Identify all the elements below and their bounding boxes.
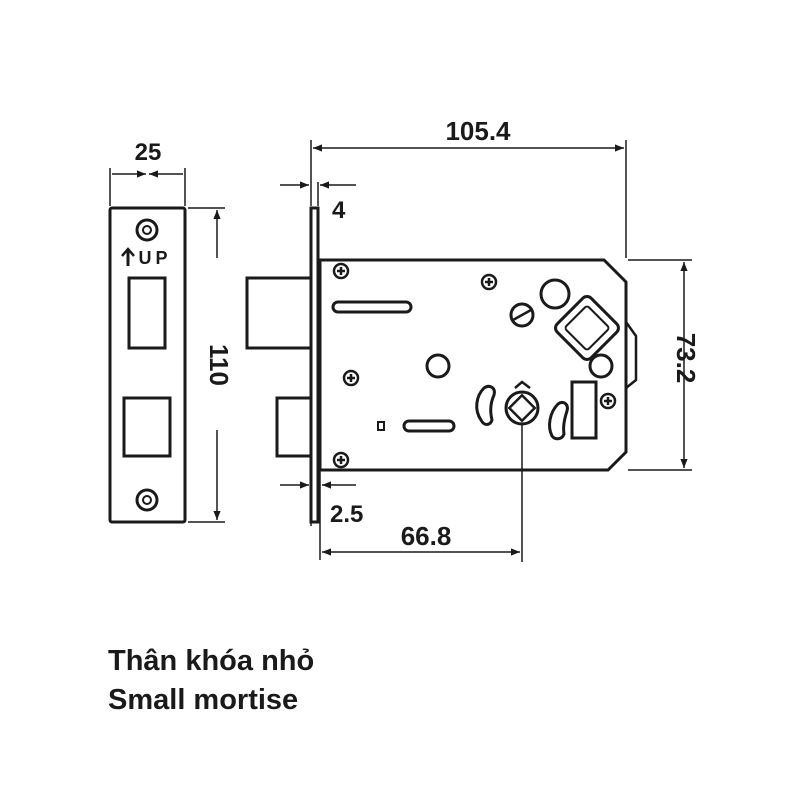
faceplate-bottom-screw-hole	[135, 488, 159, 512]
dim-faceplate-width-label: 25	[135, 139, 162, 166]
dim-faceplate-height	[188, 207, 225, 523]
caption-vietnamese: Thân khóa nhỏ	[108, 645, 315, 677]
large-hole	[539, 278, 571, 310]
faceplate-top-screw-hole	[135, 218, 159, 242]
faceplate-outline	[108, 206, 187, 524]
up-arrow-icon	[121, 247, 135, 266]
dim-faceplate-thickness	[280, 181, 356, 206]
dim-faceplate-height-label: 110	[204, 344, 234, 386]
dim-faceplate-width	[109, 168, 186, 206]
dim-backset	[322, 424, 523, 562]
dim-faceplate-thickness-label: 4	[332, 197, 346, 224]
left-cam	[475, 384, 496, 426]
caption-english: Small mortise	[108, 684, 299, 716]
latch-opening	[127, 276, 167, 350]
latch-slot	[331, 300, 413, 314]
dim-body-height	[628, 259, 692, 471]
mortise-side-view	[245, 206, 638, 524]
slotted-cam	[509, 302, 535, 328]
small-hole	[588, 353, 614, 379]
center-hole	[425, 353, 451, 379]
faceplate-front-view	[108, 206, 187, 524]
dead-bolt	[275, 396, 313, 458]
case-screw-icon	[332, 262, 617, 469]
faceplate-side	[309, 206, 320, 524]
dim-body-length-label: 105.4	[445, 116, 511, 146]
dim-body-length	[310, 140, 627, 258]
dim-backset-label: 66.8	[401, 521, 452, 551]
dim-body-height-label: 73.2	[671, 333, 701, 384]
bolt-block	[570, 380, 598, 440]
right-cam	[548, 400, 569, 441]
bolt-slot	[402, 419, 456, 433]
dim-offset-label: 2.5	[330, 501, 363, 528]
latch-bolt	[245, 276, 313, 350]
dim-offset	[280, 470, 356, 560]
deadbolt-opening	[122, 396, 172, 458]
up-label: UP	[138, 248, 171, 268]
lever-hub	[554, 295, 620, 361]
